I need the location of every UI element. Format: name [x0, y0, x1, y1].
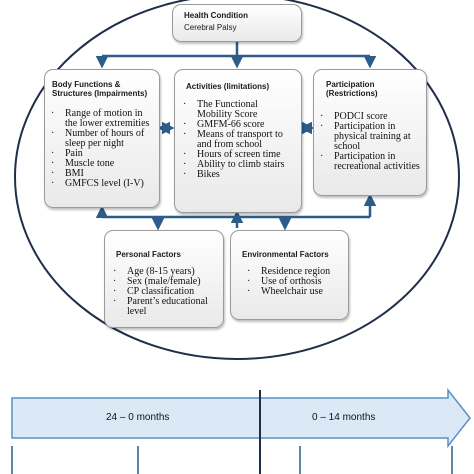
list-item: Ability to climb stairs — [183, 160, 295, 171]
list-item: Participation in recreational activities — [320, 152, 420, 172]
participation-title: Participation (Restrictions) — [326, 80, 378, 98]
connector-arrows — [95, 42, 377, 231]
body-functions-title-line1: Body Functions & — [52, 80, 121, 89]
list-item: GMFM-66 score — [183, 120, 295, 131]
list-item: Sex (male/female) — [113, 277, 221, 288]
participation-list: PODCI score Participation in physical tr… — [320, 112, 420, 172]
environmental-factors-list: Residence region Use of orthosis Wheelch… — [247, 267, 347, 298]
list-item: CP classification — [113, 287, 221, 298]
list-item: Muscle tone — [51, 159, 155, 170]
list-item: Bikes — [183, 170, 295, 181]
health-condition-title: Health Condition — [184, 11, 248, 20]
list-item: GMFCS level (I-V) — [51, 179, 155, 190]
timeline-bracket — [11, 446, 453, 474]
personal-factors-list: Age (8-15 years) Sex (male/female) CP cl… — [113, 267, 221, 317]
timeline-label-before: 24 – 0 months — [106, 412, 170, 423]
list-item: Number of hours of sleep per night — [51, 129, 155, 149]
activities-box: Activities (limitations) The Functional … — [174, 69, 302, 213]
list-item: The Functional Mobility Score — [183, 100, 295, 120]
participation-title-line2: (Restrictions) — [326, 89, 378, 98]
list-item: Wheelchair use — [247, 287, 347, 298]
list-item: Pain — [51, 149, 155, 160]
activities-title: Activities (limitations) — [186, 82, 270, 91]
environmental-factors-box: Environmental Factors Residence region U… — [230, 230, 349, 320]
body-functions-box: Body Functions & Structures (Impairments… — [44, 69, 160, 208]
list-item: Residence region — [247, 267, 347, 278]
outer-ellipse — [14, 0, 460, 360]
health-condition-subtitle: Cerebral Palsy — [184, 23, 237, 32]
health-condition-box: Health Condition Cerebral Palsy — [172, 4, 302, 42]
participation-title-line1: Participation — [326, 80, 375, 89]
list-item: Hours of screen time — [183, 150, 295, 161]
timeline-label-after: 0 – 14 months — [312, 412, 376, 423]
participation-box: Participation (Restrictions) PODCI score… — [313, 69, 427, 196]
list-item: PODCI score — [320, 112, 420, 123]
timeline-arrow — [11, 387, 471, 449]
activities-list: The Functional Mobility Score GMFM-66 sc… — [183, 100, 295, 181]
list-item: Use of orthosis — [247, 277, 347, 288]
list-item: Means of transport to and from school — [183, 130, 295, 150]
personal-factors-title: Personal Factors — [116, 250, 181, 259]
list-item: Participation in physical training at sc… — [320, 122, 420, 152]
body-functions-list: Range of motion in the lower extremities… — [51, 109, 155, 190]
environmental-factors-title: Environmental Factors — [242, 250, 329, 259]
list-item: BMI — [51, 169, 155, 180]
body-functions-title-line2: Structures (Impairments) — [52, 89, 148, 98]
body-functions-title: Body Functions & Structures (Impairments… — [52, 80, 147, 98]
personal-factors-box: Personal Factors Age (8-15 years) Sex (m… — [104, 230, 224, 328]
list-item: Age (8-15 years) — [113, 267, 221, 278]
list-item: Parent’s educational level — [113, 297, 221, 317]
list-item: Range of motion in the lower extremities — [51, 109, 155, 129]
